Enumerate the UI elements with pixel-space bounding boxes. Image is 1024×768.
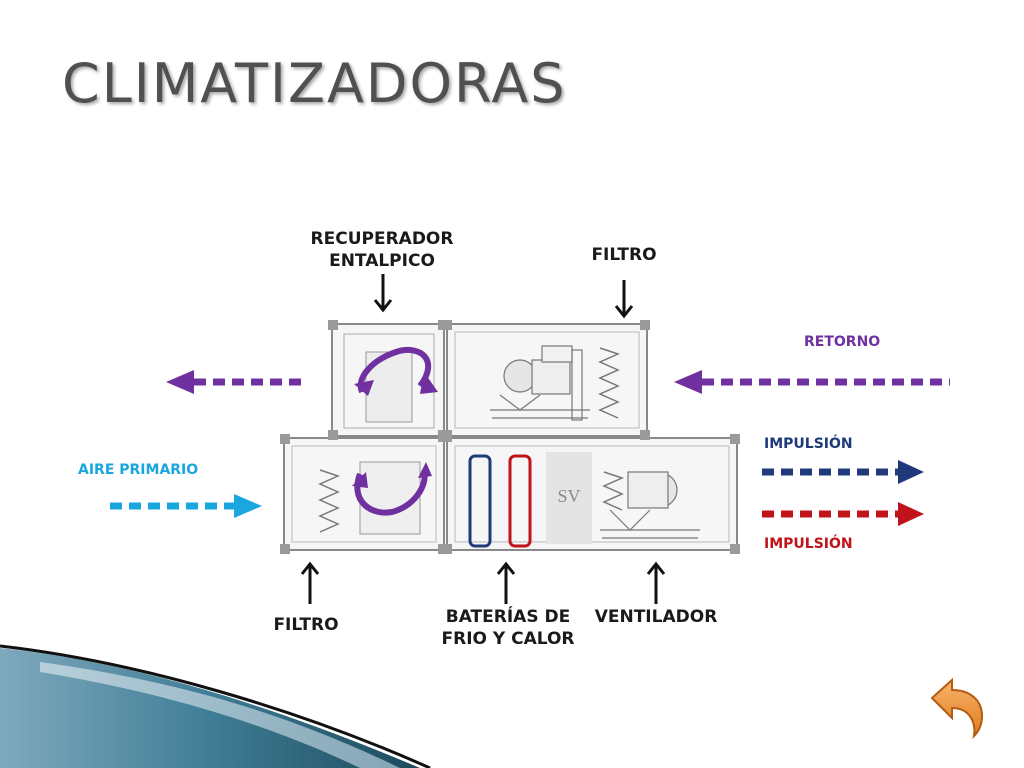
label-impulsion-top: IMPULSIÓN — [764, 436, 853, 452]
back-button[interactable] — [922, 672, 990, 740]
supply-flow-arrow-hot — [762, 502, 924, 526]
supply-flow-arrow-cold — [762, 460, 924, 484]
heating-coil — [508, 454, 532, 548]
recuperator-rotation-arrows — [352, 346, 438, 516]
return-flow-arrow — [674, 370, 950, 394]
label-retorno: RETORNO — [804, 334, 881, 350]
label-recuperador: RECUPERADOR ENTALPICO — [310, 229, 454, 271]
label-filtro-top: FILTRO — [591, 245, 657, 265]
unit-marking: SV — [557, 486, 580, 506]
label-filtro-bottom: FILTRO — [273, 615, 339, 635]
label-aire-primario: AIRE PRIMARIO — [78, 462, 199, 478]
label-ventilador: VENTILADOR — [594, 607, 718, 627]
pointer-arrows — [300, 274, 666, 604]
exhaust-flow-arrow — [166, 370, 304, 394]
label-baterias: BATERÍAS DE FRIO Y CALOR — [441, 607, 575, 649]
decorative-wave — [0, 644, 431, 768]
undo-arrow-icon — [930, 677, 984, 740]
cooling-coil — [468, 454, 492, 548]
page-title: CLIMATIZADORAS — [62, 52, 567, 115]
primary-air-flow-arrow — [110, 494, 262, 518]
label-impulsion-bottom: IMPULSIÓN — [764, 536, 853, 552]
